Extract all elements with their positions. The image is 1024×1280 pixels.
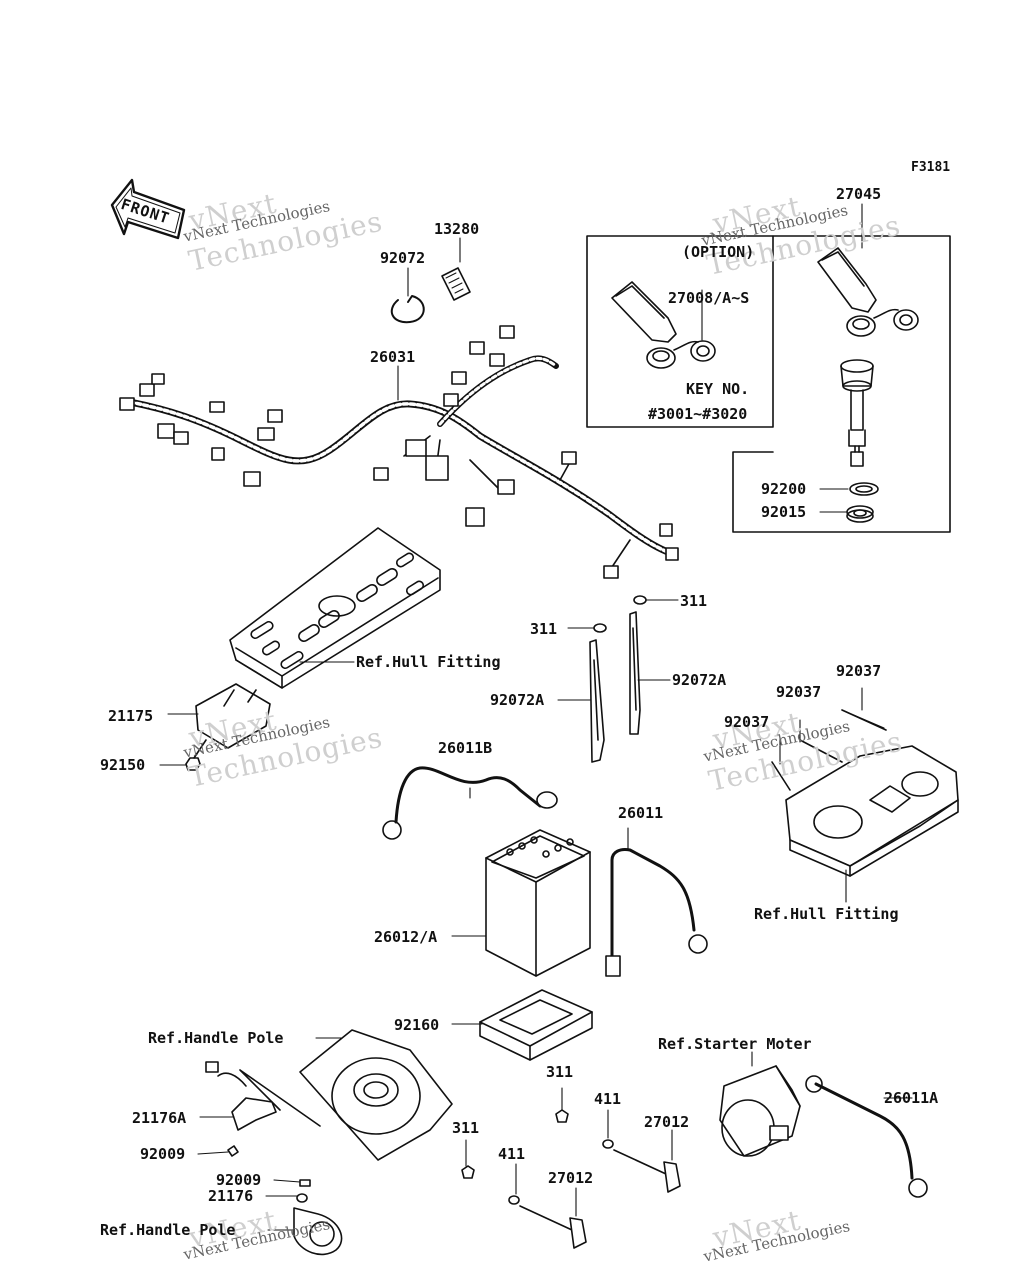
leader-lines <box>159 203 913 1231</box>
handle-pole-plate <box>299 1029 453 1161</box>
option-title: (OPTION) <box>682 243 755 261</box>
part-311-a: 311 <box>680 592 708 610</box>
part-92009-a: 92009 <box>140 1145 186 1163</box>
nut-311 <box>555 1109 569 1123</box>
cable-26011A <box>805 1075 928 1198</box>
part-26012-A: 26012/A <box>374 928 438 946</box>
key-lanyard <box>817 247 919 337</box>
label-plate-13280 <box>441 267 471 301</box>
starter-motor <box>719 1065 801 1157</box>
part-27012-a: 27012 <box>644 1113 690 1131</box>
cable-26011 <box>605 848 708 977</box>
ref-handle-pole-1: Ref.Handle Pole <box>148 1029 284 1047</box>
part-21176A: 21176A <box>132 1109 187 1127</box>
part-92072A-a: 92072A <box>490 691 545 709</box>
part-92072A-b: 92072A <box>672 671 727 689</box>
key-no-label: KEY NO. <box>686 380 750 398</box>
bracket-21176A <box>205 1061 321 1131</box>
part-92160: 92160 <box>394 1016 440 1034</box>
part-411-a: 411 <box>594 1090 622 1108</box>
ref-hull-fitting-1: Ref.Hull Fitting <box>356 653 501 671</box>
part-92037-a: 92037 <box>836 662 882 680</box>
part-92072: 92072 <box>380 249 426 267</box>
battery-tray-92160 <box>479 989 593 1061</box>
cable-26011B <box>382 766 558 840</box>
part-311-c: 311 <box>546 1063 574 1081</box>
part-26011A: 26011A <box>884 1089 939 1107</box>
part-92150: 92150 <box>100 756 146 774</box>
part-13280: 13280 <box>434 220 480 238</box>
ref-hull-fitting-2: Ref.Hull Fitting <box>754 905 899 923</box>
part-92037-c: 92037 <box>724 713 770 731</box>
part-21176: 21176 <box>208 1187 254 1205</box>
key-switch <box>840 359 874 467</box>
strap-92072A <box>589 595 647 763</box>
part-26011: 26011 <box>618 804 664 822</box>
part-92009-b: 92009 <box>216 1171 262 1189</box>
screw-92009 <box>227 1145 239 1157</box>
part-27045: 27045 <box>836 185 882 203</box>
nut-92015 <box>846 505 874 523</box>
module-21175 <box>195 683 271 749</box>
part-92015: 92015 <box>761 503 807 521</box>
clamp-92072 <box>390 295 425 324</box>
part-26011B: 26011B <box>438 739 493 757</box>
washer-92200 <box>849 482 879 496</box>
ref-starter-motor: Ref.Starter Moter <box>658 1035 812 1053</box>
part-92200: 92200 <box>761 480 807 498</box>
part-26031: 26031 <box>370 348 416 366</box>
clip-27012 <box>508 1139 681 1249</box>
ref-handle-pole-2: Ref.Handle Pole <box>100 1221 236 1239</box>
front-arrow-icon <box>110 178 186 240</box>
battery-26012A <box>485 829 591 977</box>
part-411-b: 411 <box>498 1145 526 1163</box>
option-box-frame <box>586 235 774 428</box>
key-lanyard-option <box>611 281 716 369</box>
bolt-92150 <box>185 739 207 771</box>
part-92037-b: 92037 <box>776 683 822 701</box>
part-21175: 21175 <box>108 707 154 725</box>
key-box-frame <box>732 235 951 533</box>
figure-code: F3181 <box>911 160 951 175</box>
wire-harness-26031 <box>119 325 679 579</box>
part-311-b: 311 <box>530 620 558 638</box>
part-27008-A-S: 27008/A~S <box>668 289 750 307</box>
part-27012-b: 27012 <box>548 1169 594 1187</box>
electrical-cover <box>229 527 441 689</box>
sensor-ring-21176 <box>293 1193 343 1256</box>
key-range: #3001~#3020 <box>648 405 748 423</box>
part-311-d: 311 <box>452 1119 480 1137</box>
